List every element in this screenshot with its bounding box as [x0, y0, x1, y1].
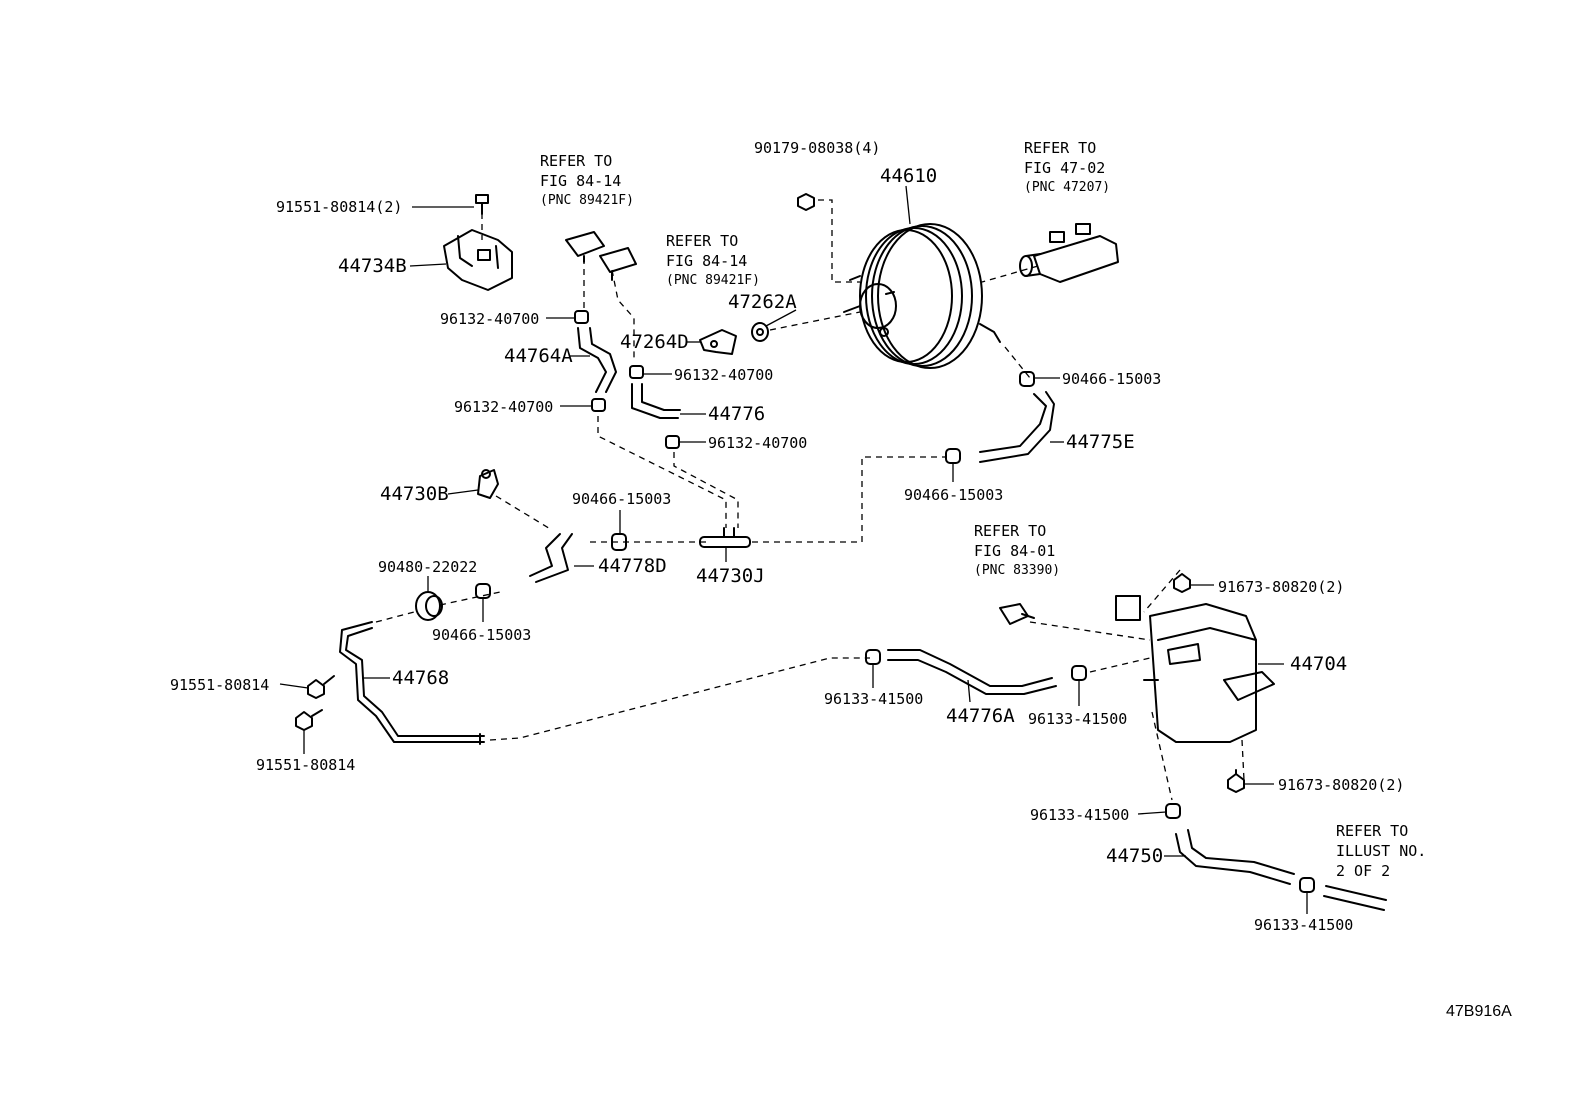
label-91551-80814-2: 91551-80814(2) [276, 198, 402, 216]
clamp-96133-41500-b [1071, 665, 1087, 681]
label-44704: 44704 [1290, 653, 1347, 675]
vacuum-sensor-b [599, 247, 637, 281]
clamp-90466-15003-b [945, 448, 961, 464]
label-44775e: 44775E [1066, 431, 1135, 453]
nut-90179-08038 [797, 193, 815, 211]
reference-fig-84-14-b: REFER TO FIG 84-14 (PNC 89421F) [666, 232, 760, 288]
bracket-44734b [443, 229, 513, 291]
bolt-91551-80814-a [307, 675, 335, 699]
label-90179-08038-4: 90179-08038(4) [754, 139, 880, 157]
label-90466-15003-b: 90466-15003 [904, 486, 1003, 504]
ref-line-3: 2 OF 2 [1336, 862, 1390, 880]
label-91551-80814-a: 91551-80814 [170, 676, 269, 694]
label-96133-41500-c: 96133-41500 [1030, 806, 1129, 824]
label-90466-15003-c: 90466-15003 [572, 490, 671, 508]
ref-line-1: REFER TO [1024, 139, 1096, 157]
check-valve-90480-22022 [415, 591, 443, 621]
tee-44730j [699, 527, 751, 548]
label-44764a: 44764A [504, 345, 573, 367]
clamp-90466-15003-d [475, 583, 491, 599]
label-44730j: 44730J [696, 565, 765, 587]
label-44776: 44776 [708, 403, 765, 425]
label-91673-80820-2-a: 91673-80820(2) [1218, 578, 1344, 596]
label-44778d: 44778D [598, 555, 667, 577]
label-91673-80820-2-b: 91673-80820(2) [1278, 776, 1404, 794]
ref-line-2: FIG 84-14 [540, 172, 621, 190]
reference-fig-84-01: REFER TO FIG 84-01 (PNC 83390) [974, 522, 1060, 578]
brake-booster-44610 [843, 223, 1001, 369]
clip-44730b [477, 469, 499, 499]
ref-line-1: REFER TO [666, 232, 738, 250]
label-47262a: 47262A [728, 291, 797, 313]
hose-44776a [887, 649, 1057, 695]
label-90466-15003-a: 90466-15003 [1062, 370, 1161, 388]
label-91551-80814-b: 91551-80814 [256, 756, 355, 774]
ref-line-3: (PNC 47207) [1024, 180, 1110, 195]
ref-line-3: (PNC 89421F) [666, 273, 760, 288]
ref-line-1: REFER TO [540, 152, 612, 170]
label-44750: 44750 [1106, 845, 1163, 867]
clamp-96133-41500-d [1299, 877, 1315, 893]
bolt-91551-80814-top [475, 194, 489, 215]
vacuum-sensor-a [565, 231, 605, 263]
bracket-47264d [699, 329, 737, 355]
clamp-96133-41500-a [865, 649, 881, 665]
label-96133-41500-a: 96133-41500 [824, 690, 923, 708]
bolt-91551-80814-b [295, 709, 323, 731]
reference-illust-2: REFER TO ILLUST NO. 2 OF 2 [1336, 822, 1426, 880]
spacer-47262a [751, 322, 769, 342]
ref-line-2: FIG 84-01 [974, 542, 1055, 560]
label-44768: 44768 [392, 667, 449, 689]
clamp-96132-40700-c [591, 398, 606, 412]
diagram-code: 47B916A [1446, 1003, 1512, 1020]
label-47264d: 47264D [620, 331, 689, 353]
ref-line-2: FIG 84-14 [666, 252, 747, 270]
label-44730b: 44730B [380, 483, 449, 505]
hose-44776 [631, 383, 681, 419]
label-90466-15003-d: 90466-15003 [432, 626, 531, 644]
label-96133-41500-b: 96133-41500 [1028, 710, 1127, 728]
label-96132-40700-c: 96132-40700 [674, 366, 773, 384]
ref-line-1: REFER TO [1336, 822, 1408, 840]
ref-line-1: REFER TO [974, 522, 1046, 540]
dashed-connectors [375, 199, 1245, 801]
label-96132-40700-d: 96132-40700 [708, 434, 807, 452]
label-44610: 44610 [880, 165, 937, 187]
sensor-83390 [999, 603, 1035, 625]
hose-44775e [979, 391, 1055, 463]
ref-line-2: FIG 47-02 [1024, 159, 1105, 177]
label-96132-40700-a: 96132-40700 [440, 310, 539, 328]
clamp-90466-15003-a [1019, 371, 1035, 387]
clamp-96132-40700-d [665, 435, 680, 449]
label-96133-41500-d: 96133-41500 [1254, 916, 1353, 934]
clamp-90466-15003-c [611, 533, 627, 551]
leader-lines [279, 185, 1308, 914]
hose-44750 [1175, 829, 1295, 885]
ref-line-2: ILLUST NO. [1336, 842, 1426, 860]
vacuum-tank-44704 [1115, 595, 1275, 743]
master-cylinder [1019, 223, 1119, 283]
ref-line-3: (PNC 83390) [974, 563, 1060, 578]
hose-44764a [577, 327, 617, 393]
label-44734b: 44734B [338, 255, 407, 277]
label-90480-22022: 90480-22022 [378, 558, 477, 576]
clamp-96133-41500-c [1165, 803, 1181, 819]
clamp-96132-40700-a [574, 310, 589, 324]
reference-fig-47-02: REFER TO FIG 47-02 (PNC 47207) [1024, 139, 1110, 195]
label-96132-40700-b: 96132-40700 [454, 398, 553, 416]
hose-continuation [1323, 885, 1387, 911]
hose-44778d [529, 533, 573, 583]
bolt-91673-80820-bottom [1227, 769, 1245, 793]
bolt-91673-80820-top [1173, 573, 1191, 593]
ref-line-3: (PNC 89421F) [540, 193, 634, 208]
label-44776a: 44776A [946, 705, 1015, 727]
reference-fig-84-14-a: REFER TO FIG 84-14 (PNC 89421F) [540, 152, 634, 208]
clamp-96132-40700-b [629, 365, 644, 379]
